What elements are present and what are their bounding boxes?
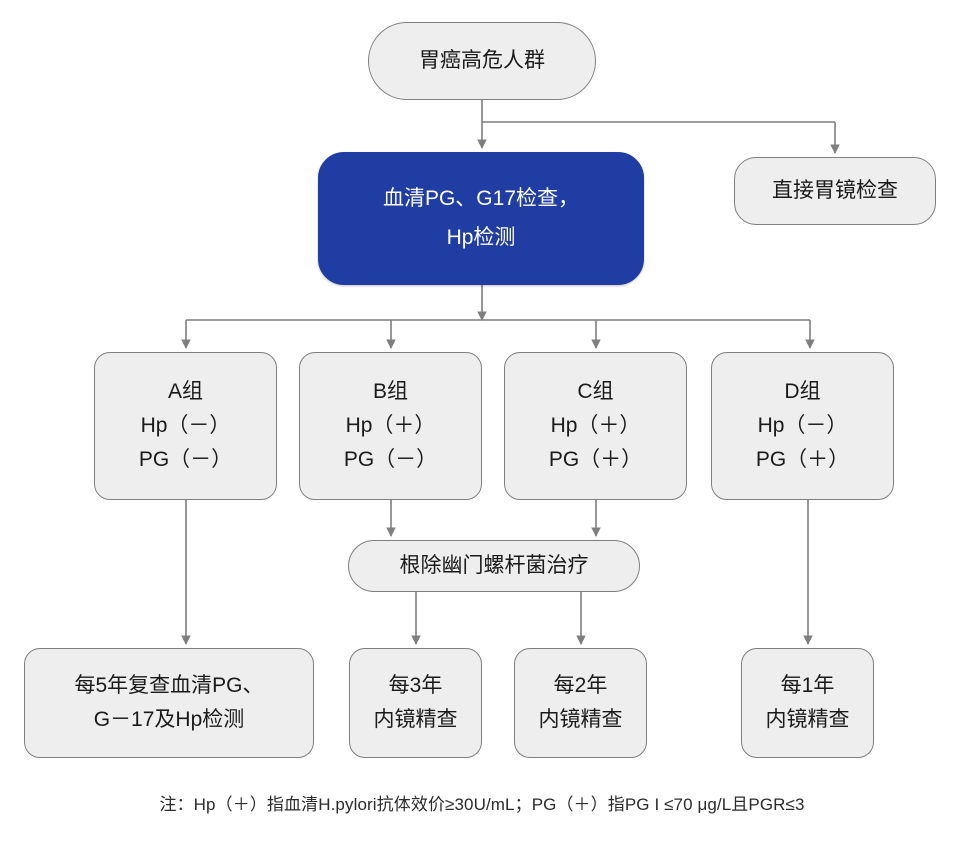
group-pg-status: PG（－） xyxy=(138,448,233,471)
node-followup-3-year[interactable]: 每3年 内镜精查 xyxy=(349,648,482,758)
node-group-c[interactable]: C组 Hp（＋） PG（＋） xyxy=(504,352,687,500)
followup-label-line-2: 内镜精查 xyxy=(765,708,850,731)
followup-label-line-1: 每3年 xyxy=(388,673,443,697)
node-high-risk-population[interactable]: 胃癌高危人群 xyxy=(368,22,596,100)
node-followup-1-year[interactable]: 每1年 内镜精查 xyxy=(741,648,874,758)
group-hp-status: Hp（＋） xyxy=(345,413,436,437)
node-hp-eradication-therapy[interactable]: 根除幽门螺杆菌治疗 xyxy=(348,540,640,592)
group-hp-status: Hp（＋） xyxy=(550,413,641,437)
group-pg-status: PG（－） xyxy=(343,448,438,471)
node-label-line-1: 血清PG、G17检查， xyxy=(382,186,580,210)
node-followup-5-year[interactable]: 每5年复查血清PG、 G－17及Hp检测 xyxy=(24,648,314,758)
group-title: C组 xyxy=(577,379,614,403)
followup-label-line-2: G－17及Hp检测 xyxy=(93,708,245,731)
node-serum-pg-g17-hp-test[interactable]: 血清PG、G17检查， Hp检测 xyxy=(318,152,644,285)
node-group-d[interactable]: D组 Hp（－） PG（＋） xyxy=(711,352,894,500)
followup-label-line-1: 每2年 xyxy=(553,673,608,697)
group-pg-status: PG（＋） xyxy=(755,448,850,471)
group-title: A组 xyxy=(167,379,203,403)
group-pg-status: PG（＋） xyxy=(548,448,643,471)
group-hp-status: Hp（－） xyxy=(757,413,848,437)
node-group-a[interactable]: A组 Hp（－） PG（－） xyxy=(94,352,277,500)
group-title: D组 xyxy=(784,379,821,403)
group-hp-status: Hp（－） xyxy=(140,413,231,437)
followup-label-line-2: 内镜精查 xyxy=(373,708,458,731)
group-title: B组 xyxy=(372,379,408,403)
diagram-footnote: 注：Hp（＋）指血清H.pylori抗体效价≥30U/mL；PG（＋）指PG I… xyxy=(159,795,805,814)
node-label: 胃癌高危人群 xyxy=(419,49,545,73)
node-label: 根除幽门螺杆菌治疗 xyxy=(399,554,589,578)
node-label-line-2: Hp检测 xyxy=(446,225,516,249)
followup-label-line-2: 内镜精查 xyxy=(538,708,623,731)
node-label: 直接胃镜检查 xyxy=(772,179,898,203)
node-direct-gastroscopy[interactable]: 直接胃镜检查 xyxy=(734,157,936,225)
node-group-b[interactable]: B组 Hp（＋） PG（－） xyxy=(299,352,482,500)
followup-label-line-1: 每5年复查血清PG、 xyxy=(74,673,264,697)
followup-label-line-1: 每1年 xyxy=(780,673,835,697)
node-followup-2-year[interactable]: 每2年 内镜精查 xyxy=(514,648,647,758)
